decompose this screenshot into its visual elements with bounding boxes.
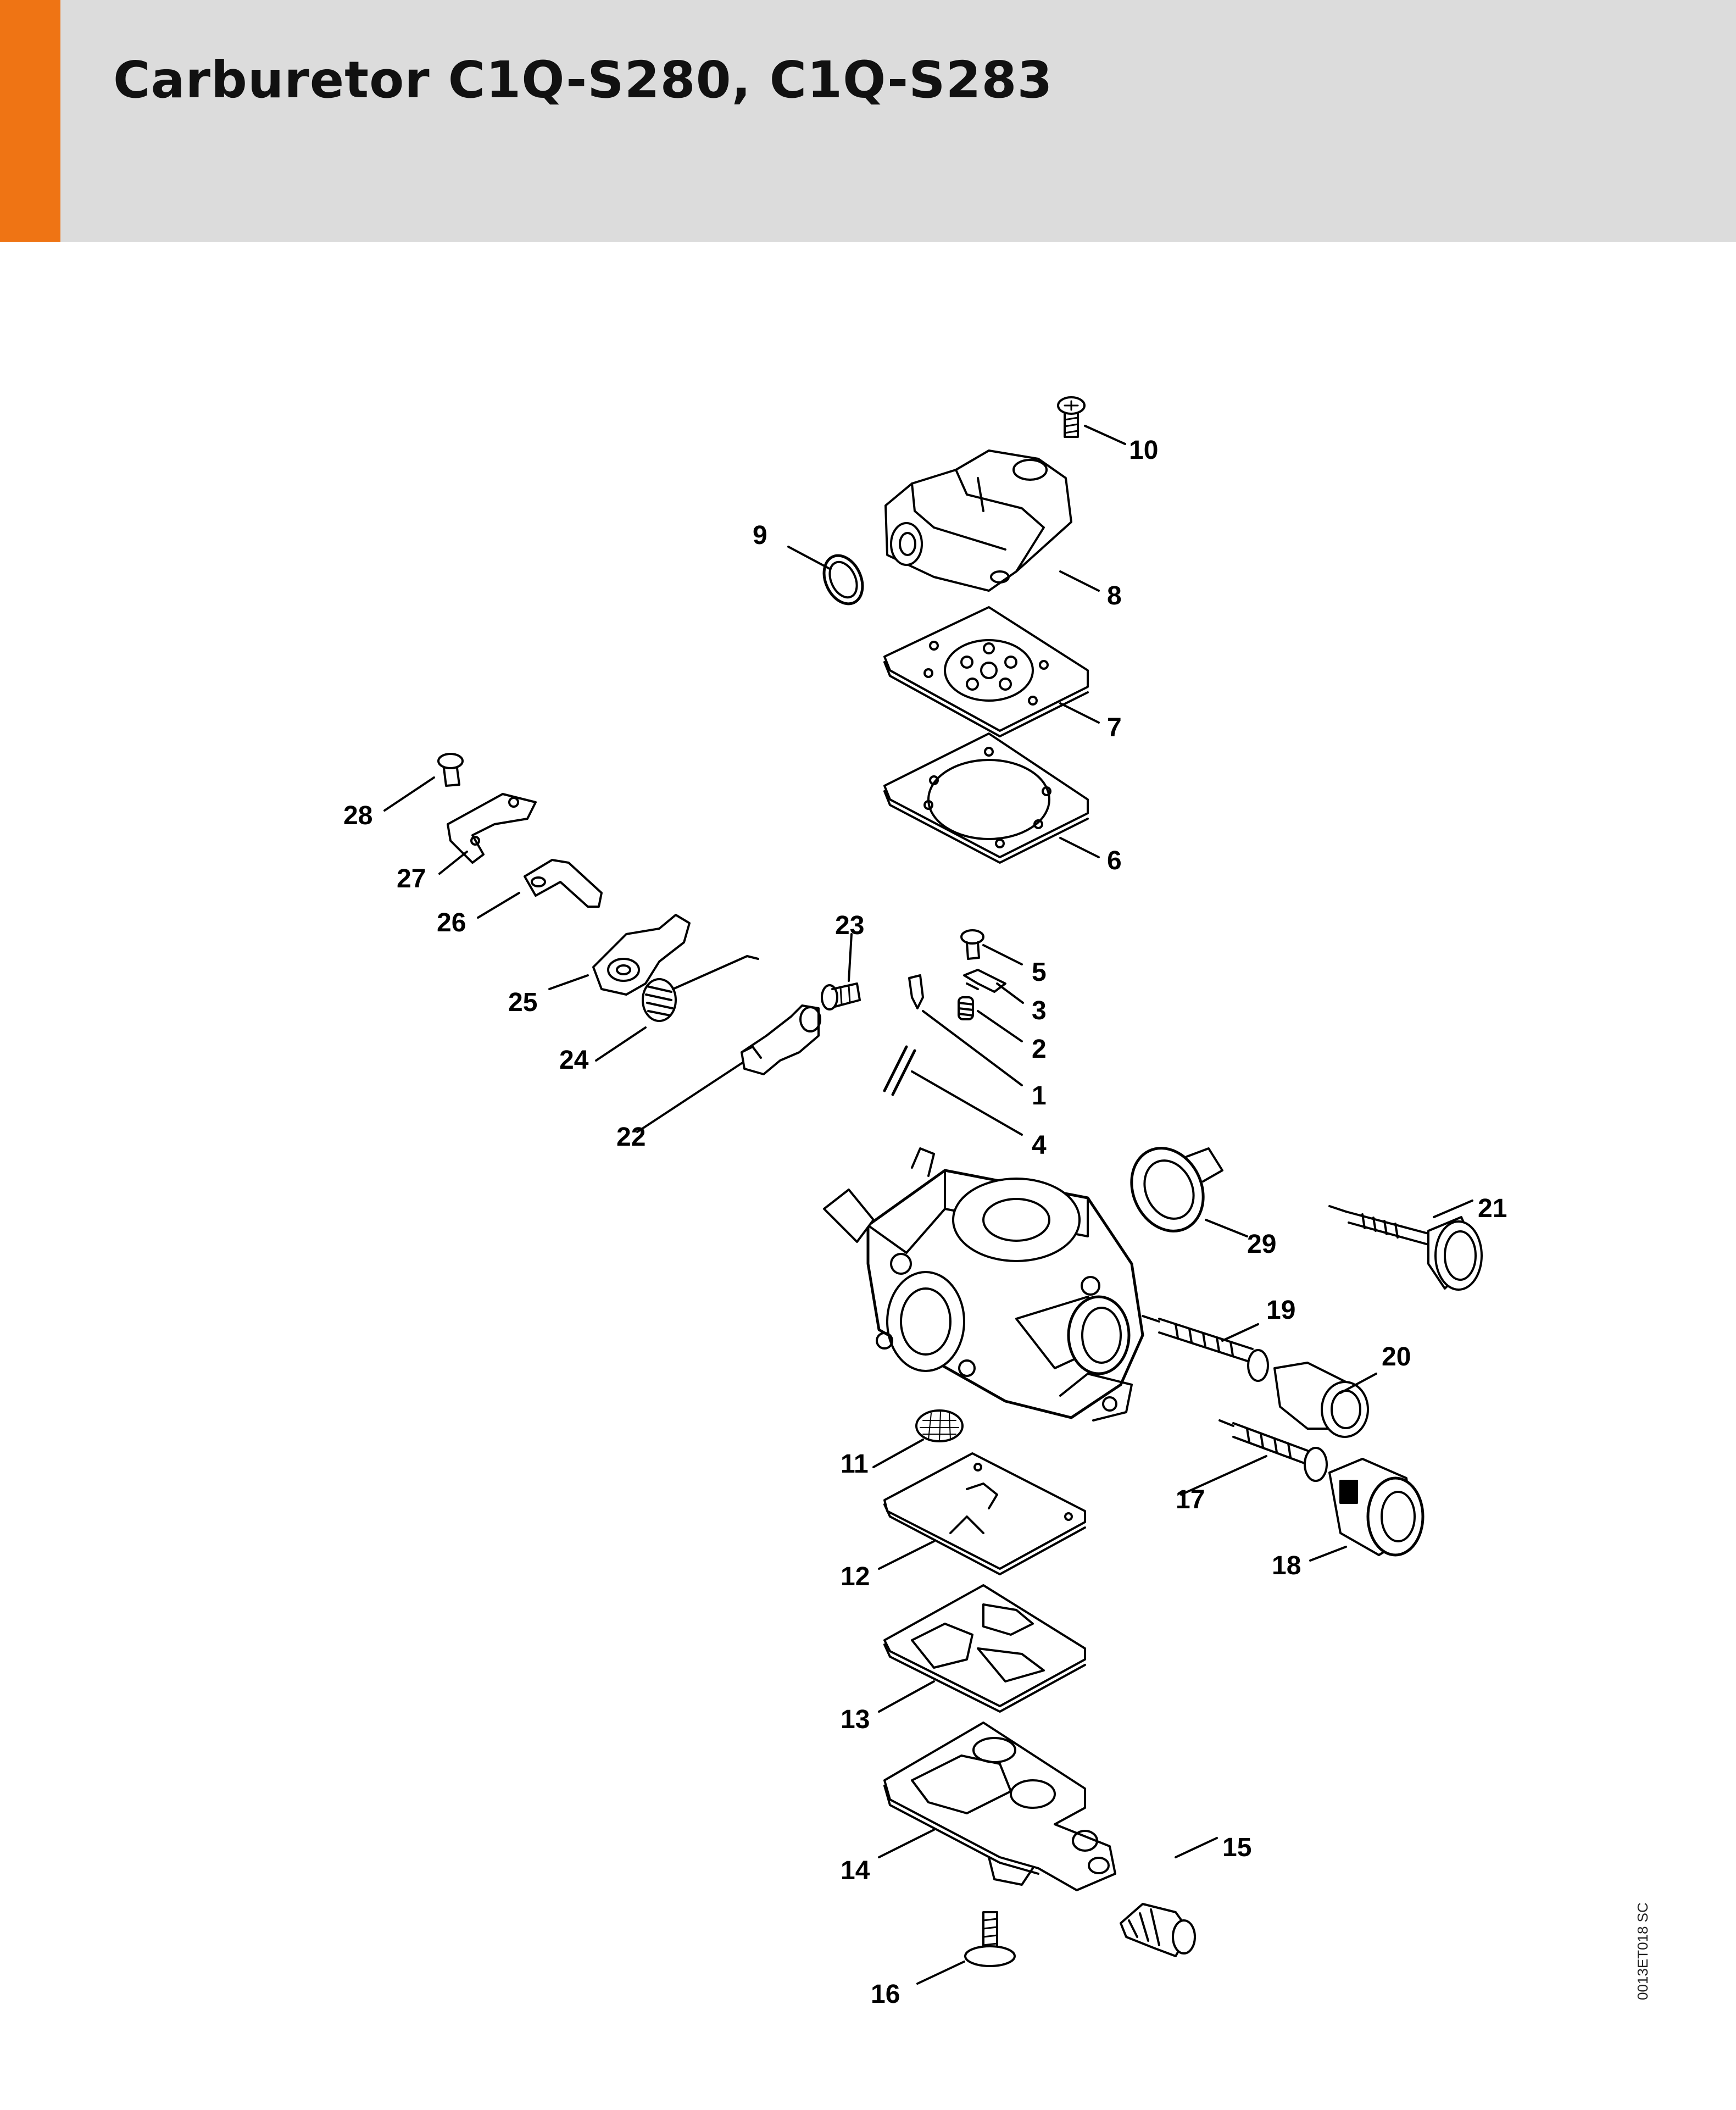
part-9-o-ring xyxy=(822,554,864,606)
callout-1: 1 xyxy=(1032,1081,1047,1110)
part-26-bracket xyxy=(524,859,603,908)
callout-5: 5 xyxy=(1032,958,1047,987)
callout-17: 17 xyxy=(1176,1485,1205,1514)
part-18-limiter-cap xyxy=(1328,1458,1425,1557)
part-19-adjusting-screw xyxy=(1142,1315,1269,1382)
part-27-lever xyxy=(447,793,537,864)
callout-11: 11 xyxy=(841,1450,869,1479)
callout-16: 16 xyxy=(871,1980,900,2009)
callout-28: 28 xyxy=(343,801,372,830)
part-15-plug xyxy=(1120,1903,1196,1957)
callout-14: 14 xyxy=(841,1856,870,1885)
callout-8: 8 xyxy=(1107,581,1122,610)
callout-4: 4 xyxy=(1032,1131,1047,1160)
header-band: Carburetor C1Q-S280, C1Q-S283 xyxy=(0,0,1736,242)
callout-24: 24 xyxy=(559,1046,589,1075)
part-16-screw xyxy=(964,1911,1016,1967)
part-14-cover xyxy=(883,1722,1116,1891)
callout-27: 27 xyxy=(397,864,426,893)
callout-26: 26 xyxy=(437,908,466,937)
callout-10: 10 xyxy=(1129,436,1158,465)
callout-25: 25 xyxy=(508,988,537,1017)
callout-7: 7 xyxy=(1107,713,1122,742)
part-24-torsion-spring xyxy=(642,955,759,1022)
callout-23: 23 xyxy=(835,911,864,940)
part-23-screw xyxy=(821,982,861,1010)
callout-22: 22 xyxy=(616,1123,646,1152)
part-3-inlet-lever xyxy=(963,969,1006,993)
part-12-metering-diaphragm xyxy=(883,1452,1086,1575)
part-4-pin xyxy=(883,1045,916,1096)
part-2-spring xyxy=(958,996,974,1020)
carburetor-body xyxy=(823,1147,1144,1422)
part-17-adjusting-screw xyxy=(1218,1419,1328,1482)
part-1-inlet-needle xyxy=(908,974,924,1009)
part-7-pump-diaphragm xyxy=(883,606,1089,737)
part-10-screw xyxy=(1057,396,1086,438)
leader-lines xyxy=(383,425,1473,1985)
callout-2: 2 xyxy=(1032,1035,1047,1064)
part-25-throttle-lever xyxy=(592,914,691,996)
callout-12: 12 xyxy=(841,1562,870,1591)
part-5-screw xyxy=(960,929,984,960)
part-20-limiter-cap xyxy=(1273,1362,1369,1438)
callout-19: 19 xyxy=(1266,1296,1295,1325)
callout-6: 6 xyxy=(1107,846,1122,875)
callout-29: 29 xyxy=(1247,1230,1276,1259)
drawing-reference-code: 0013ET018 SC xyxy=(1634,1902,1651,2000)
part-22-shaft-lever xyxy=(741,1004,821,1075)
page-title: Carburetor C1Q-S280, C1Q-S283 xyxy=(113,51,1053,109)
part-21-limiter-needle xyxy=(1328,1205,1483,1291)
callout-20: 20 xyxy=(1382,1342,1411,1372)
part-8-pump-cover xyxy=(884,449,1072,592)
part-28-screw xyxy=(437,753,464,787)
part-6-gasket xyxy=(883,732,1089,864)
callout-18: 18 xyxy=(1272,1551,1301,1580)
part-29-cap xyxy=(1130,1147,1223,1232)
callout-9: 9 xyxy=(753,521,767,550)
callout-numbers: 1 2 3 4 5 6 7 8 9 10 11 12 13 14 15 16 1… xyxy=(343,436,1507,2009)
callout-15: 15 xyxy=(1222,1833,1251,1862)
callout-13: 13 xyxy=(841,1705,870,1734)
part-11-strainer xyxy=(915,1409,964,1442)
callout-3: 3 xyxy=(1032,996,1047,1025)
part-13-gasket xyxy=(883,1584,1086,1713)
callout-21: 21 xyxy=(1478,1194,1507,1223)
accent-bar xyxy=(0,0,60,242)
